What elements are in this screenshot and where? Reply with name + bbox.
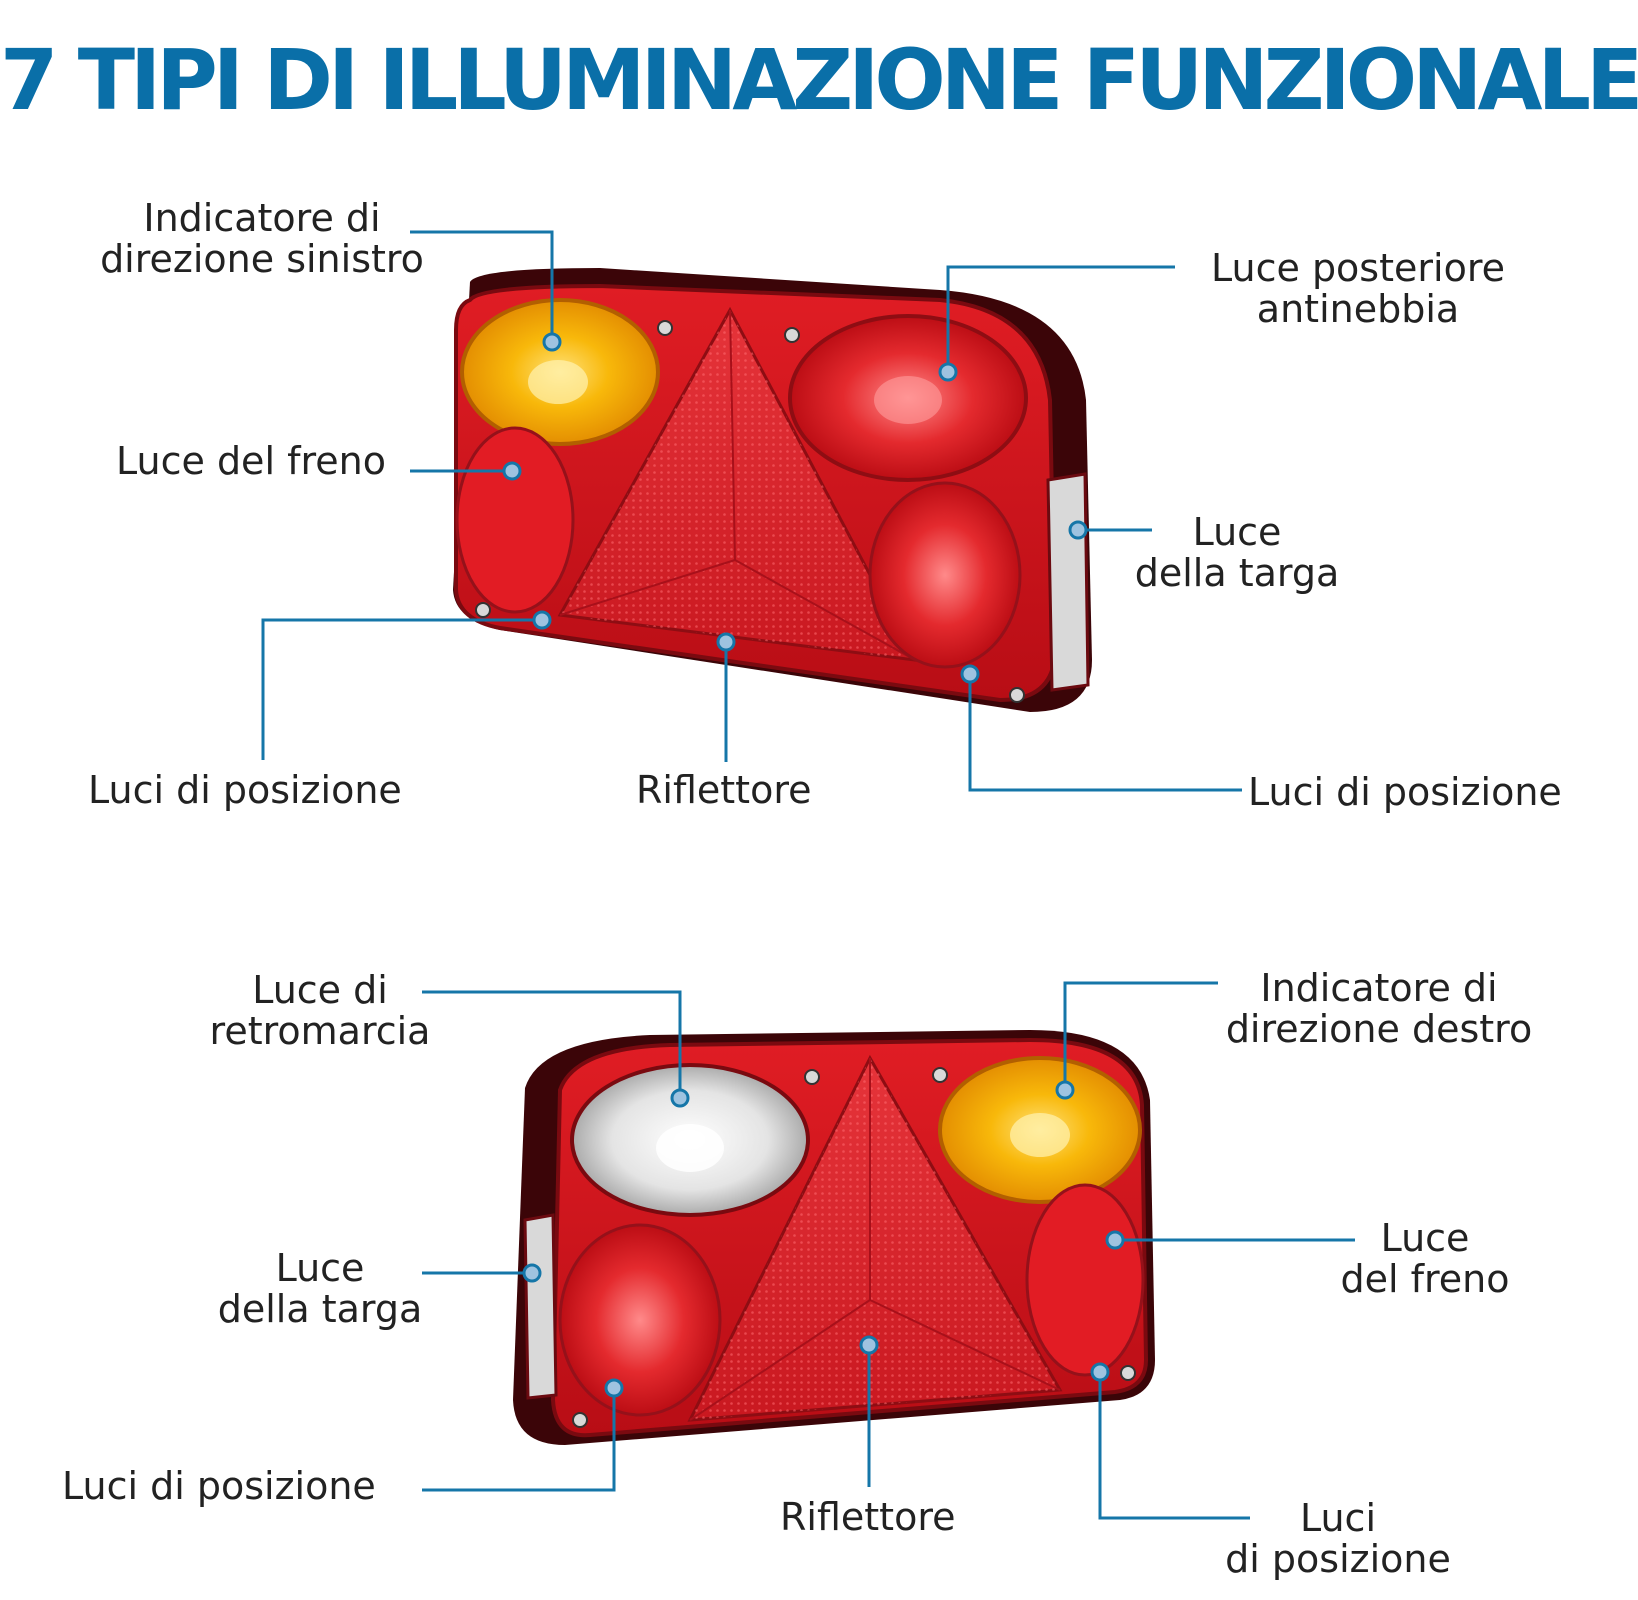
label-line: del freno	[1340, 1257, 1510, 1301]
dot-bottom-brake	[1105, 1230, 1125, 1250]
label-line: Luce	[1192, 510, 1282, 554]
dot-top-plate	[1068, 520, 1088, 540]
dot-bottom-reflector	[859, 1335, 879, 1355]
label-top-brake: Luce del freno	[116, 439, 386, 483]
dot-bottom-reverse	[670, 1088, 690, 1108]
leader-top-fog	[946, 265, 1175, 370]
label-bottom-plate: Luce della targa	[210, 1248, 430, 1330]
diagram-canvas	[261, 230, 1355, 1520]
label-bottom-reverse: Luce di retromarcia	[200, 970, 440, 1052]
leader-bottom-position-left	[422, 1388, 616, 1492]
label-line: della targa	[1134, 551, 1340, 595]
label-bottom-brake: Luce del freno	[1320, 1218, 1530, 1300]
dot-bottom-right-indicator	[1055, 1080, 1075, 1100]
label-bottom-position-right: Luci di posizione	[1208, 1498, 1468, 1580]
leader-bottom-right-indicator	[1063, 981, 1218, 1090]
dot-bottom-position-right	[1090, 1362, 1110, 1382]
top-plate-window	[1046, 472, 1090, 692]
bottom-reflector-texture	[690, 1058, 1060, 1420]
dot-top-position-right	[960, 664, 980, 684]
bottom-plate-window	[523, 1213, 558, 1400]
label-top-reflector: Riflettore	[636, 768, 812, 812]
leader-top-position-left	[261, 618, 542, 760]
label-line: antinebbia	[1256, 287, 1460, 331]
dot-top-brake	[502, 461, 522, 481]
label-top-left-indicator: Indicatore di direzione sinistro	[88, 198, 436, 280]
label-top-position-left: Luci di posizione	[88, 768, 402, 812]
dot-top-reflector	[716, 632, 736, 652]
label-bottom-position-left: Luci di posizione	[62, 1464, 376, 1508]
label-line: retromarcia	[209, 1009, 431, 1053]
top-reflector-texture	[560, 310, 915, 660]
page-title: 7 TIPI DI ILLUMINAZIONE FUNZIONALE	[0, 31, 1638, 129]
label-line: di posizione	[1225, 1537, 1451, 1581]
dot-bottom-position-left	[604, 1378, 624, 1398]
label-line: Luci	[1299, 1496, 1377, 1540]
dot-top-left-indicator	[542, 332, 562, 352]
label-top-plate: Luce della targa	[1132, 512, 1342, 594]
label-line: Luce	[275, 1246, 365, 1290]
label-line: direzione sinistro	[100, 237, 424, 281]
label-line: Indicatore di	[143, 196, 381, 240]
label-line: Luce	[1380, 1216, 1470, 1260]
label-top-fog: Luce posteriore antinebbia	[1188, 248, 1528, 330]
leader-top-left-indicator	[410, 230, 554, 340]
label-line: Indicatore di	[1260, 966, 1498, 1010]
bottom-tail-lamp	[513, 1030, 1155, 1445]
label-top-position-right: Luci di posizione	[1248, 770, 1562, 814]
dot-top-fog	[938, 362, 958, 382]
callout-dots	[502, 332, 1125, 1398]
dot-bottom-plate	[522, 1263, 542, 1283]
top-brake-lens	[455, 426, 575, 614]
top-position-lens	[868, 481, 1022, 669]
leader-bottom-reverse	[422, 990, 682, 1098]
bottom-brake-lens	[1025, 1183, 1145, 1377]
leader-top-position-right	[968, 674, 1242, 792]
leader-bottom-position-right	[1098, 1372, 1250, 1520]
dot-top-position-left	[532, 610, 552, 630]
leader-lines	[261, 230, 1355, 1520]
label-line: della targa	[217, 1287, 423, 1331]
label-line: direzione destro	[1225, 1007, 1533, 1051]
label-bottom-reflector: Riflettore	[780, 1495, 956, 1539]
label-line: Luce di	[252, 968, 388, 1012]
bottom-position-lens	[558, 1223, 722, 1417]
label-line: Luce posteriore	[1211, 246, 1505, 290]
label-bottom-right-indicator: Indicatore di direzione destro	[1204, 968, 1554, 1050]
